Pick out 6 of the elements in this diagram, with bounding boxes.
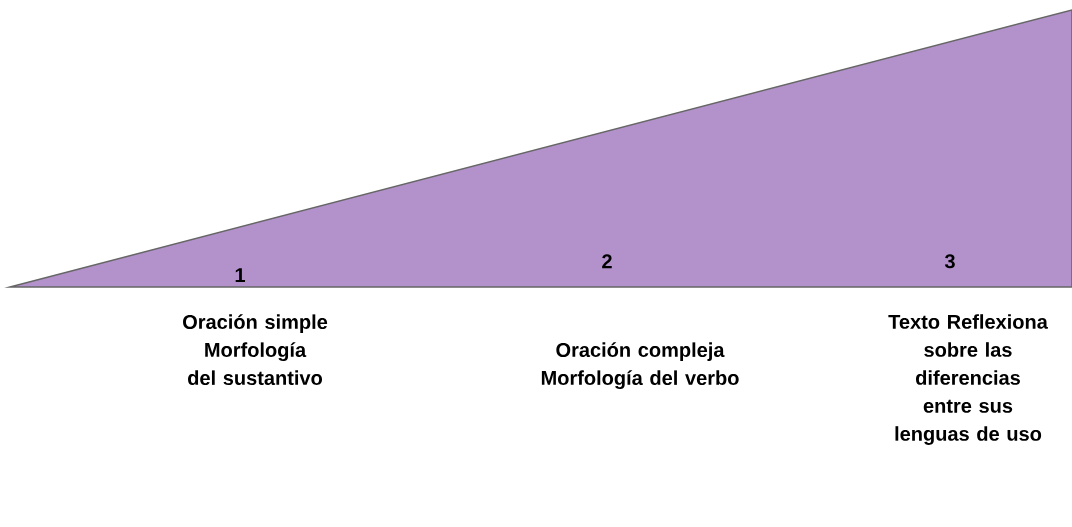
step-description: Oración compleja Morfología del verbo xyxy=(541,342,739,390)
step-description: Oración simple Morfología del sustantivo xyxy=(183,314,328,386)
step-description: Texto Reflexiona sobre las diferencias entre sus lenguas de uso xyxy=(888,314,1048,445)
step-number: 3 xyxy=(944,254,955,269)
step-number: 2 xyxy=(602,254,612,269)
step-number: 1 xyxy=(235,268,245,282)
